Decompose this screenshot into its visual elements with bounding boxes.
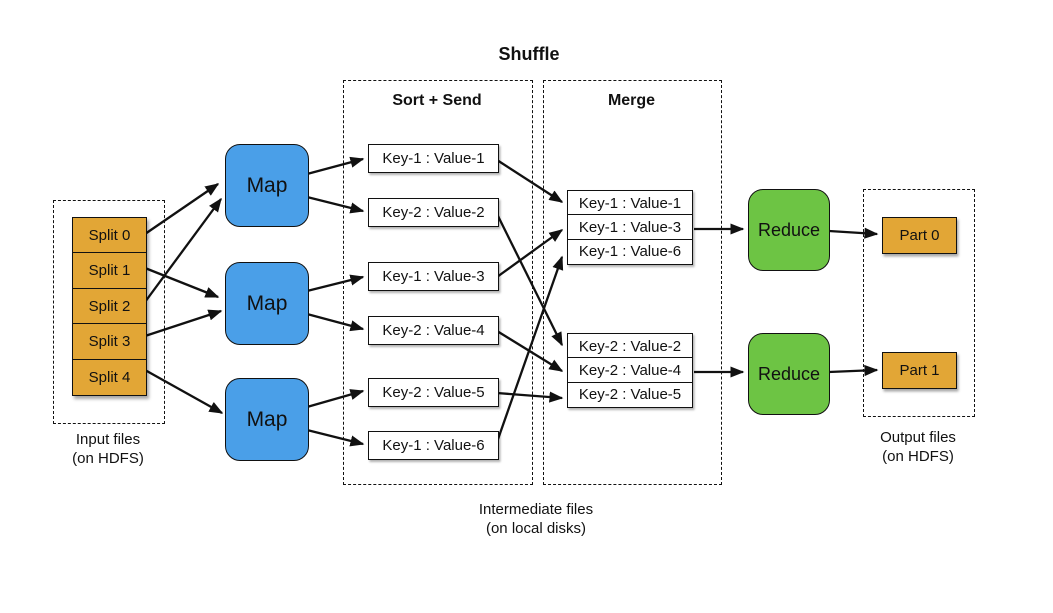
- merge-key1-row-1: Key-1 : Value-3: [567, 214, 693, 241]
- output-files-container: [863, 189, 975, 417]
- merge-key1-row-2: Key-1 : Value-6: [567, 238, 693, 265]
- sort-kv-box-3: Key-2 : Value-4: [368, 316, 499, 345]
- sort-kv-box-2: Key-1 : Value-3: [368, 262, 499, 291]
- intermediate-caption-line2: (on local disks): [485, 520, 587, 537]
- merge-title: Merge: [607, 92, 656, 109]
- merge-key1-row-0: Key-1 : Value-1: [567, 190, 693, 216]
- merge-key1-group: Key-1 : Value-1 Key-1 : Value-3 Key-1 : …: [567, 190, 693, 265]
- part-box-1: Part 1: [882, 352, 957, 389]
- split-box-0: Split 0: [72, 217, 147, 254]
- input-files-container: [53, 200, 165, 424]
- intermediate-files-caption: Intermediate files (on local disks): [431, 500, 641, 538]
- sort-kv-box-0: Key-1 : Value-1: [368, 144, 499, 173]
- sort-kv-box-5: Key-1 : Value-6: [368, 431, 499, 460]
- intermediate-caption-line1: Intermediate files: [478, 501, 594, 518]
- map-box-1: Map: [225, 144, 309, 227]
- merge-key2-row-0: Key-2 : Value-2: [567, 333, 693, 359]
- input-files-caption: Input files (on HDFS): [38, 430, 178, 468]
- sort-kv-box-4: Key-2 : Value-5: [368, 378, 499, 407]
- map-box-2: Map: [225, 262, 309, 345]
- split-box-2: Split 2: [72, 287, 147, 325]
- sort-send-panel: [343, 80, 533, 485]
- input-caption-line2: (on HDFS): [72, 450, 144, 467]
- shuffle-title: Shuffle: [498, 44, 560, 64]
- part-box-0: Part 0: [882, 217, 957, 254]
- sort-send-title: Sort + Send: [392, 92, 482, 109]
- merge-key2-row-1: Key-2 : Value-4: [567, 357, 693, 384]
- output-files-caption: Output files (on HDFS): [848, 428, 988, 466]
- split-box-3: Split 3: [72, 323, 147, 361]
- output-caption-line1: Output files: [880, 429, 956, 446]
- reduce-box-1: Reduce: [748, 189, 830, 271]
- map-box-3: Map: [225, 378, 309, 461]
- reduce-box-2: Reduce: [748, 333, 830, 415]
- input-caption-line1: Input files: [75, 431, 141, 448]
- merge-panel: [543, 80, 722, 485]
- merge-key2-row-2: Key-2 : Value-5: [567, 381, 693, 408]
- output-caption-line2: (on HDFS): [882, 448, 954, 465]
- split-box-4: Split 4: [72, 358, 147, 396]
- split-box-1: Split 1: [72, 252, 147, 290]
- sort-kv-box-1: Key-2 : Value-2: [368, 198, 499, 227]
- split-stack: Split 0 Split 1 Split 2 Split 3 Split 4: [72, 217, 147, 396]
- merge-key2-group: Key-2 : Value-2 Key-2 : Value-4 Key-2 : …: [567, 333, 693, 408]
